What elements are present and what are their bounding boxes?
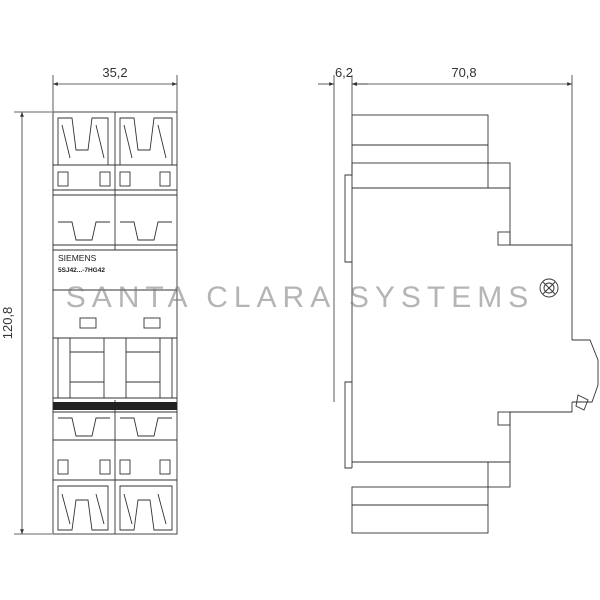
side-depth-label: 70,8 bbox=[451, 65, 476, 80]
brand-label: SIEMENS bbox=[58, 253, 97, 263]
side-view bbox=[344, 114, 599, 534]
front-height-label: 120,8 bbox=[0, 307, 15, 340]
front-width-label: 35,2 bbox=[102, 65, 127, 80]
side-offset-label: 6,2 bbox=[335, 65, 353, 80]
adjustment-screw-icon bbox=[539, 278, 559, 298]
model-label: 5SJ42...-7HG42 bbox=[58, 267, 105, 274]
front-view bbox=[52, 111, 178, 535]
front-height-dimension bbox=[14, 111, 52, 535]
front-width-dimension bbox=[52, 75, 178, 112]
side-dimensions bbox=[318, 75, 573, 402]
status-band bbox=[53, 402, 177, 410]
